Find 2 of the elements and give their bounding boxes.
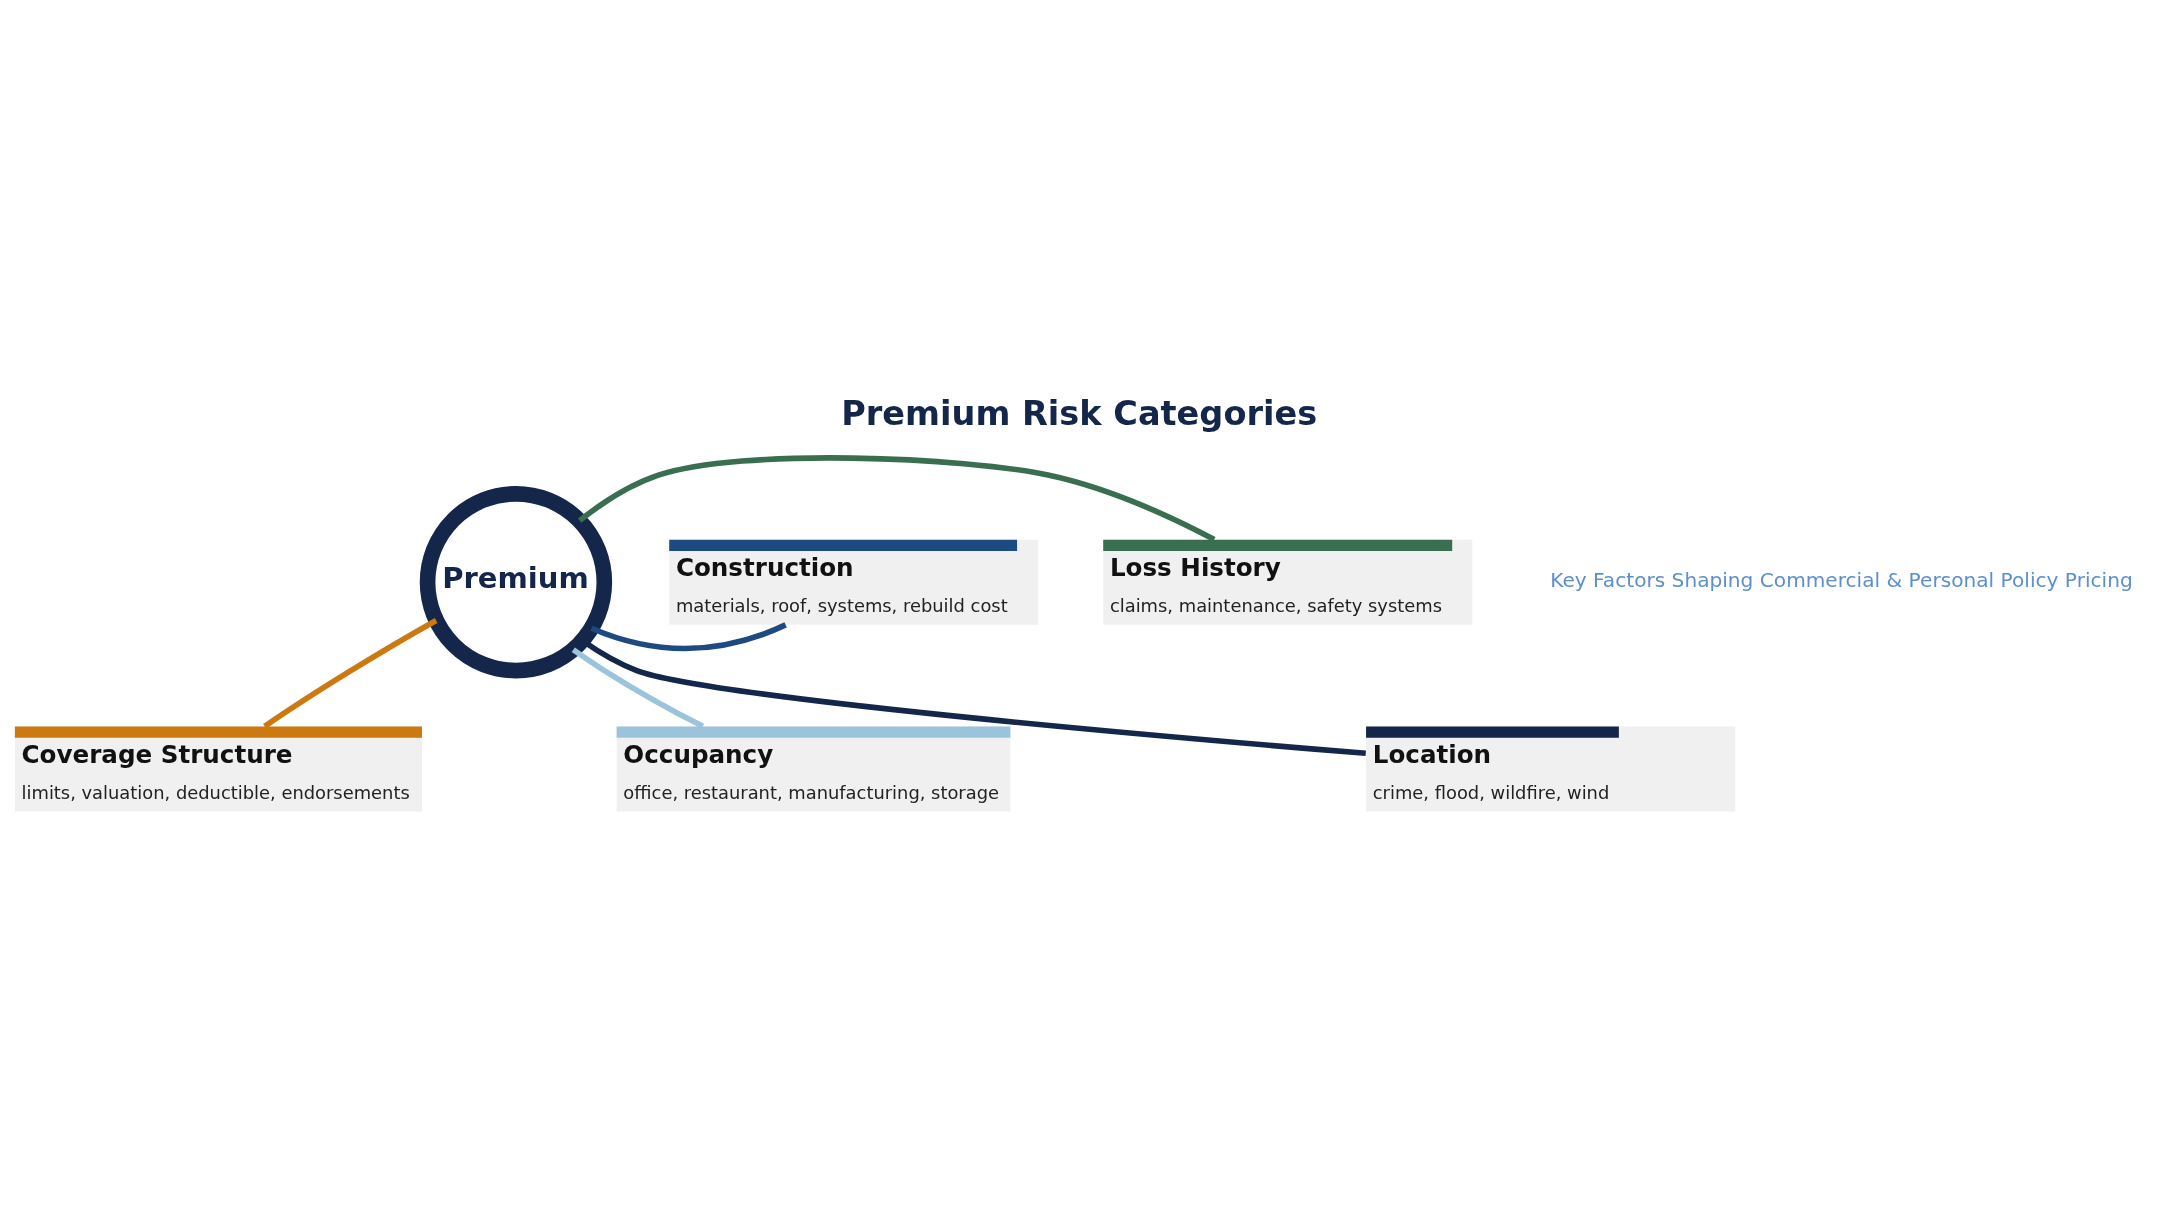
diagram-title: Premium Risk Categories [841, 393, 1318, 433]
label: Key Factors Shaping Commercial & Personal Policy Pricing [1550, 568, 2133, 593]
